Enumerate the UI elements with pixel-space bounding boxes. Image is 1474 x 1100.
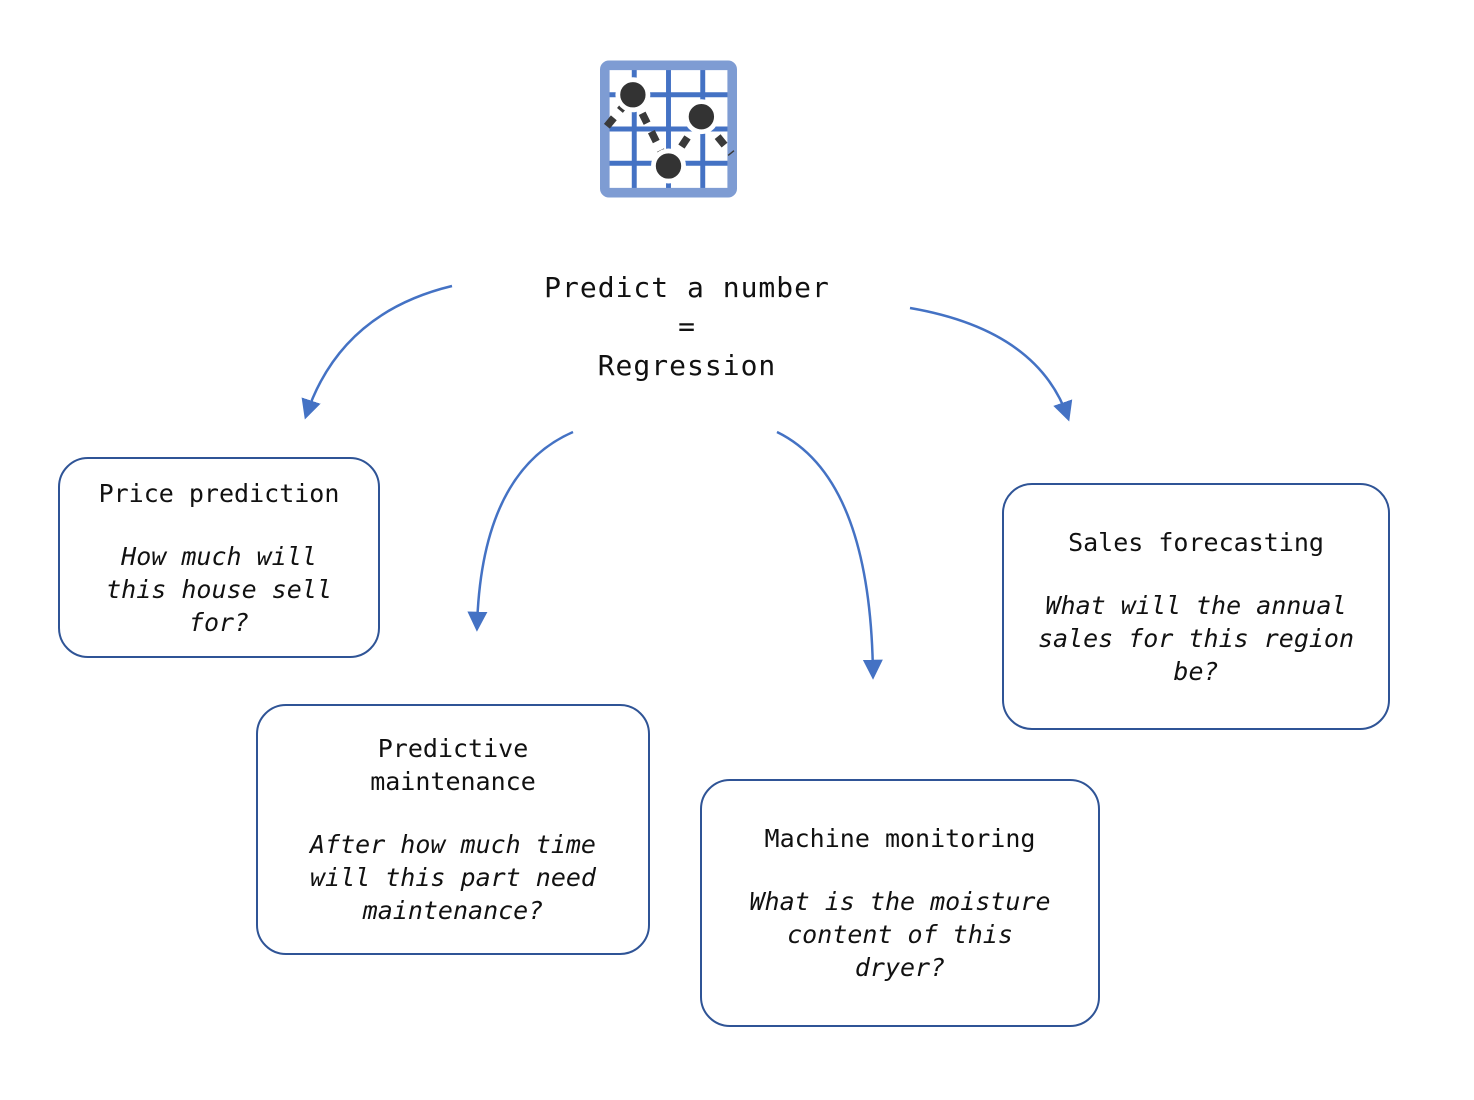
node-title: Machine monitoring bbox=[764, 824, 1036, 853]
arrow-to-predictive-maintenance bbox=[467, 430, 574, 632]
center-label: Predict a number = Regression bbox=[544, 271, 830, 382]
node-question: What will the annual sales for this regi… bbox=[1037, 590, 1355, 686]
line-chart-icon bbox=[600, 60, 737, 198]
arrow-to-machine-monitoring bbox=[776, 430, 883, 680]
icon-border bbox=[600, 60, 737, 198]
node-title: Price prediction bbox=[98, 478, 340, 508]
node-title: Sales forecasting bbox=[1068, 527, 1324, 557]
node-predictive-maintenance: Predictive maintenance After how much ti… bbox=[256, 704, 650, 955]
node-price-prediction: Price prediction How much will this hous… bbox=[58, 457, 380, 658]
node-title: Predictive maintenance bbox=[370, 734, 536, 796]
node-sales-forecasting: Sales forecasting What will the annual s… bbox=[1002, 483, 1390, 730]
arrow-to-price-prediction bbox=[301, 284, 453, 420]
node-question: After how much time will this part need … bbox=[310, 830, 596, 925]
icon-data-points bbox=[615, 77, 719, 184]
node-question: What is the moisture content of this dry… bbox=[749, 887, 1051, 982]
arrow-to-sales-forecasting bbox=[909, 306, 1073, 422]
node-machine-monitoring: Machine monitoring What is the moisture … bbox=[700, 779, 1100, 1027]
node-question: How much will this house sell for? bbox=[106, 541, 332, 637]
